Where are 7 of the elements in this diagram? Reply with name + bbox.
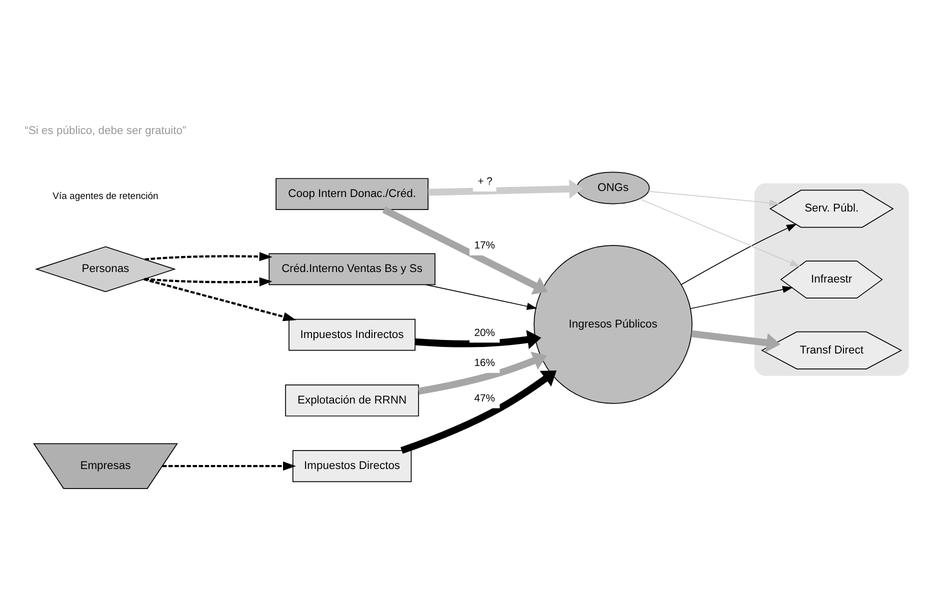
- label: “Si es público, debe ser gratuito”: [24, 124, 186, 136]
- edge-label: 47%: [474, 392, 495, 404]
- edge-label: 20%: [474, 327, 495, 338]
- label: Vía agentes de retención: [52, 190, 158, 202]
- edge-label: 17%: [474, 240, 495, 252]
- edge-label: 16%: [474, 357, 495, 368]
- edge-label: + ?: [478, 176, 492, 188]
